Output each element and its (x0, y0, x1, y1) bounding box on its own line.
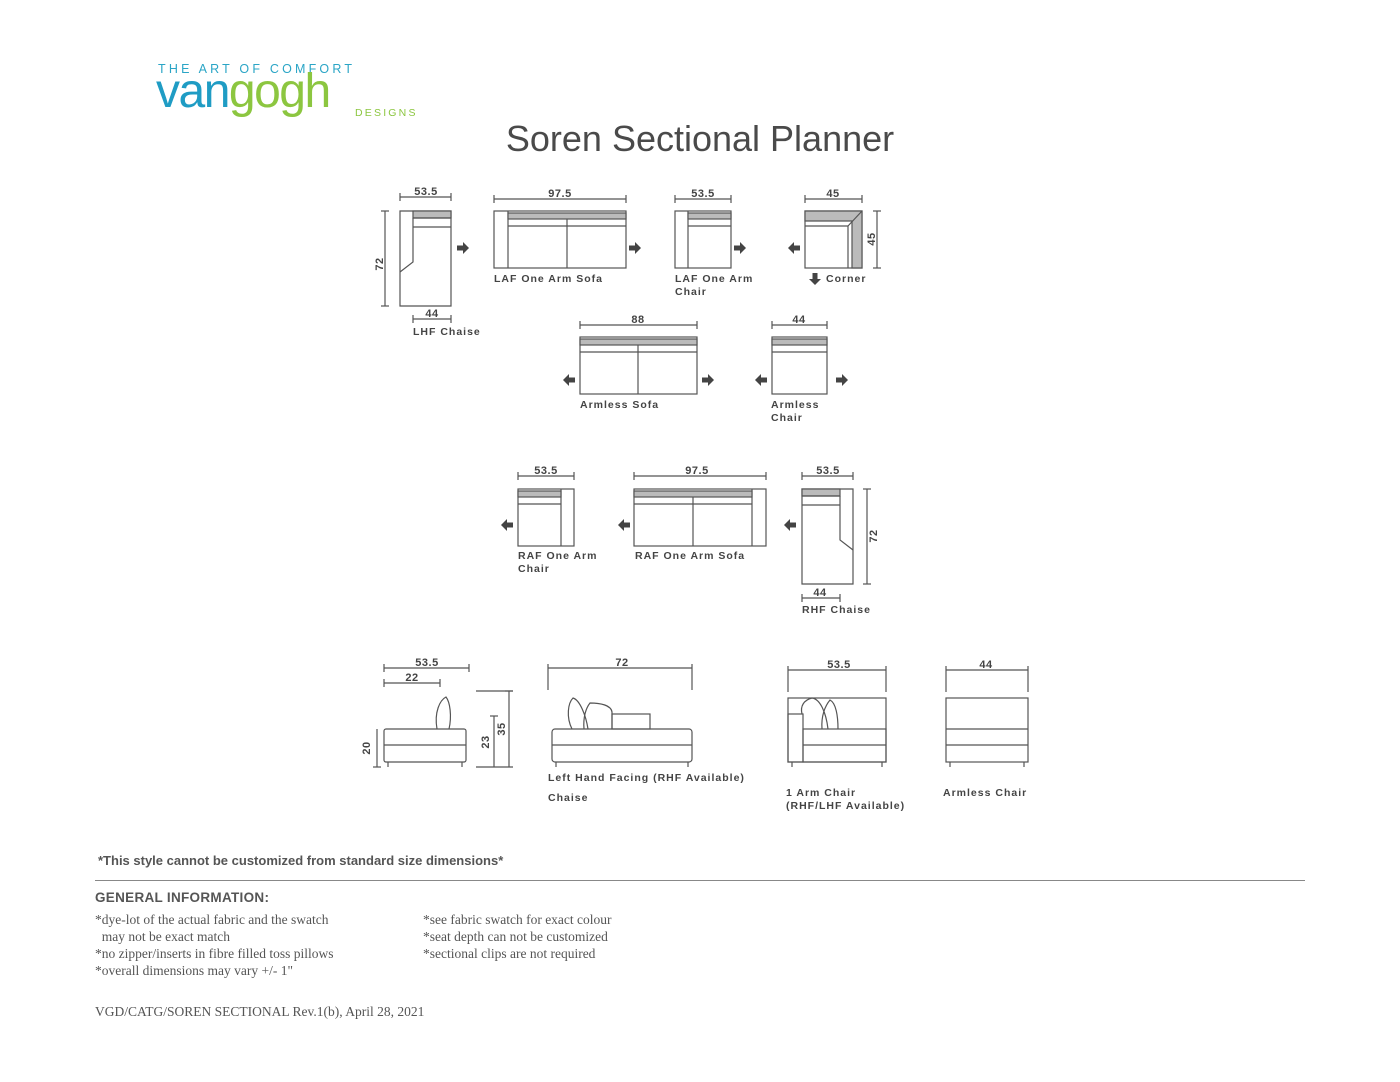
armless-chair-width: 44 (792, 314, 806, 326)
armless-elev-label: Armless Chair (943, 787, 1027, 799)
raf-chair-label-2: Chair (518, 563, 550, 575)
rhf-chaise-width: 53.5 (816, 465, 839, 477)
rhf-chaise-depth: 72 (868, 529, 880, 542)
lhf-chaise-width: 53.5 (414, 186, 437, 198)
lhf-chaise-depth: 72 (374, 257, 386, 270)
rhf-chaise-label: RHF Chaise (802, 604, 871, 616)
one-arm-elev-label-2: (RHF/LHF Available) (786, 800, 905, 812)
general-info-item: *overall dimensions may vary +/- 1" (95, 963, 293, 978)
laf-sofa-label: LAF One Arm Sofa (494, 273, 603, 285)
general-info-item: may not be exact match (95, 929, 230, 944)
customization-note: *This style cannot be customized from st… (98, 853, 504, 868)
armless-chair-elevation-drawing (945, 666, 1029, 767)
armless-chair-label-1: Armless (771, 399, 819, 411)
armless-elev-width: 44 (979, 659, 993, 671)
side-elev-back-height: 35 (496, 722, 508, 735)
one-arm-elev-width: 53.5 (827, 659, 850, 671)
lhf-chaise-seat: 44 (425, 308, 439, 320)
laf-sofa-drawing (493, 195, 627, 269)
laf-chair-drawing (674, 195, 732, 269)
page-title: Soren Sectional Planner (505, 118, 895, 159)
general-info-item: *no zipper/inserts in fibre filled toss … (95, 946, 334, 961)
one-arm-chair-elevation-drawing (787, 666, 887, 767)
laf-chair-label-1: LAF One Arm (675, 273, 753, 285)
armless-chair-drawing (771, 321, 828, 395)
chaise-elev-label-2: Chaise (548, 792, 588, 804)
rhf-chaise-drawing (801, 472, 871, 602)
general-info-item: *sectional clips are not required (423, 946, 596, 961)
logo-word-gogh: gogh (228, 65, 331, 118)
connection-arrows (457, 242, 848, 531)
corner-label: Corner (826, 273, 866, 285)
document-footer: VGD/CATG/SOREN SECTIONAL Rev.1(b), April… (95, 1004, 425, 1019)
raf-chair-label-1: RAF One Arm (518, 550, 597, 562)
armless-sofa-width: 88 (631, 314, 644, 326)
side-elevation-drawing (373, 664, 513, 768)
armless-sofa-label: Armless Sofa (580, 399, 659, 411)
raf-sofa-drawing (633, 472, 767, 547)
logo-tagline: THE ART OF COMFORT (158, 62, 356, 76)
corner-drawing (804, 195, 881, 269)
general-info-item: *see fabric swatch for exact colour (423, 912, 612, 927)
raf-sofa-label: RAF One Arm Sofa (635, 550, 745, 562)
chaise-elev-label-1: Left Hand Facing (RHF Available) (548, 772, 745, 784)
general-info-item: *seat depth can not be customized (423, 929, 608, 944)
side-elev-arm-height: 23 (480, 735, 492, 748)
general-info-heading: GENERAL INFORMATION: (95, 890, 270, 905)
general-info-left: *dye-lot of the actual fabric and the sw… (95, 911, 333, 979)
logo-word-van: van (156, 65, 230, 118)
general-info-item: *dye-lot of the actual fabric and the sw… (95, 912, 329, 927)
raf-chair-drawing (517, 472, 575, 547)
general-info-right: *see fabric swatch for exact colour *sea… (423, 911, 612, 962)
side-elev-width: 53.5 (415, 657, 438, 669)
side-elev-inner: 22 (405, 672, 418, 684)
raf-chair-width: 53.5 (534, 465, 557, 477)
lhf-chaise-label: LHF Chaise (413, 326, 481, 338)
logo-wordmark: vangogh (156, 65, 331, 118)
chaise-elev-width: 72 (615, 657, 628, 669)
corner-width: 45 (826, 188, 839, 200)
corner-depth: 45 (866, 232, 878, 245)
side-elev-seat-height: 20 (361, 741, 373, 754)
raf-sofa-width: 97.5 (685, 465, 708, 477)
laf-chair-width: 53.5 (691, 188, 714, 200)
armless-sofa-drawing (579, 321, 698, 395)
one-arm-elev-label-1: 1 Arm Chair (786, 787, 856, 799)
rhf-chaise-seat: 44 (813, 587, 827, 599)
laf-chair-label-2: Chair (675, 286, 707, 298)
divider (95, 880, 1305, 881)
laf-sofa-width: 97.5 (548, 188, 571, 200)
lhf-chaise-drawing (381, 193, 452, 323)
armless-chair-label-2: Chair (771, 412, 803, 424)
logo-designs: DESIGNS (355, 107, 418, 119)
chaise-elevation-drawing (547, 664, 693, 767)
